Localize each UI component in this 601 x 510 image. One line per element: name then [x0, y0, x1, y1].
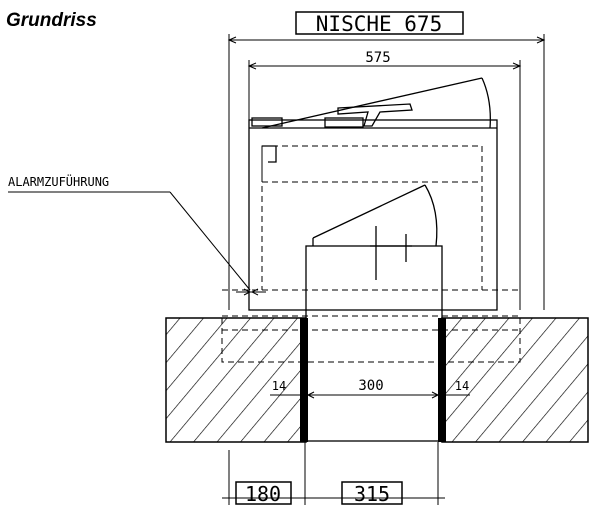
right-lining-bar	[438, 318, 446, 442]
total-opening-box	[341, 481, 403, 505]
bottom-dimension-lines	[222, 442, 445, 505]
left-lining-bar	[300, 318, 308, 442]
opening-dimension-line	[270, 391, 470, 399]
inner-width-dimension	[247, 60, 522, 310]
inner-width-label: 575	[365, 50, 390, 66]
left-wall	[165, 317, 307, 443]
alarm-callout-leader	[8, 191, 266, 296]
alarm-callout-label: ALARMZUFÜHRUNG	[8, 173, 109, 189]
left-gap-label: 14	[272, 379, 286, 393]
cabinet-outline	[248, 77, 498, 311]
dashed-cabinet-edge	[262, 145, 277, 163]
wall-width-box	[235, 481, 292, 505]
opening-width-label: 300	[358, 378, 383, 394]
right-gap-label: 14	[455, 379, 469, 393]
plan-title: Grundriss	[6, 10, 97, 31]
wall-width-label: 180	[245, 482, 281, 506]
appliance-body	[305, 184, 443, 442]
total-opening-label: 315	[354, 482, 390, 506]
niche-label: NISCHE 675	[316, 12, 442, 36]
right-wall	[441, 317, 589, 443]
niche-label-box	[295, 11, 464, 35]
